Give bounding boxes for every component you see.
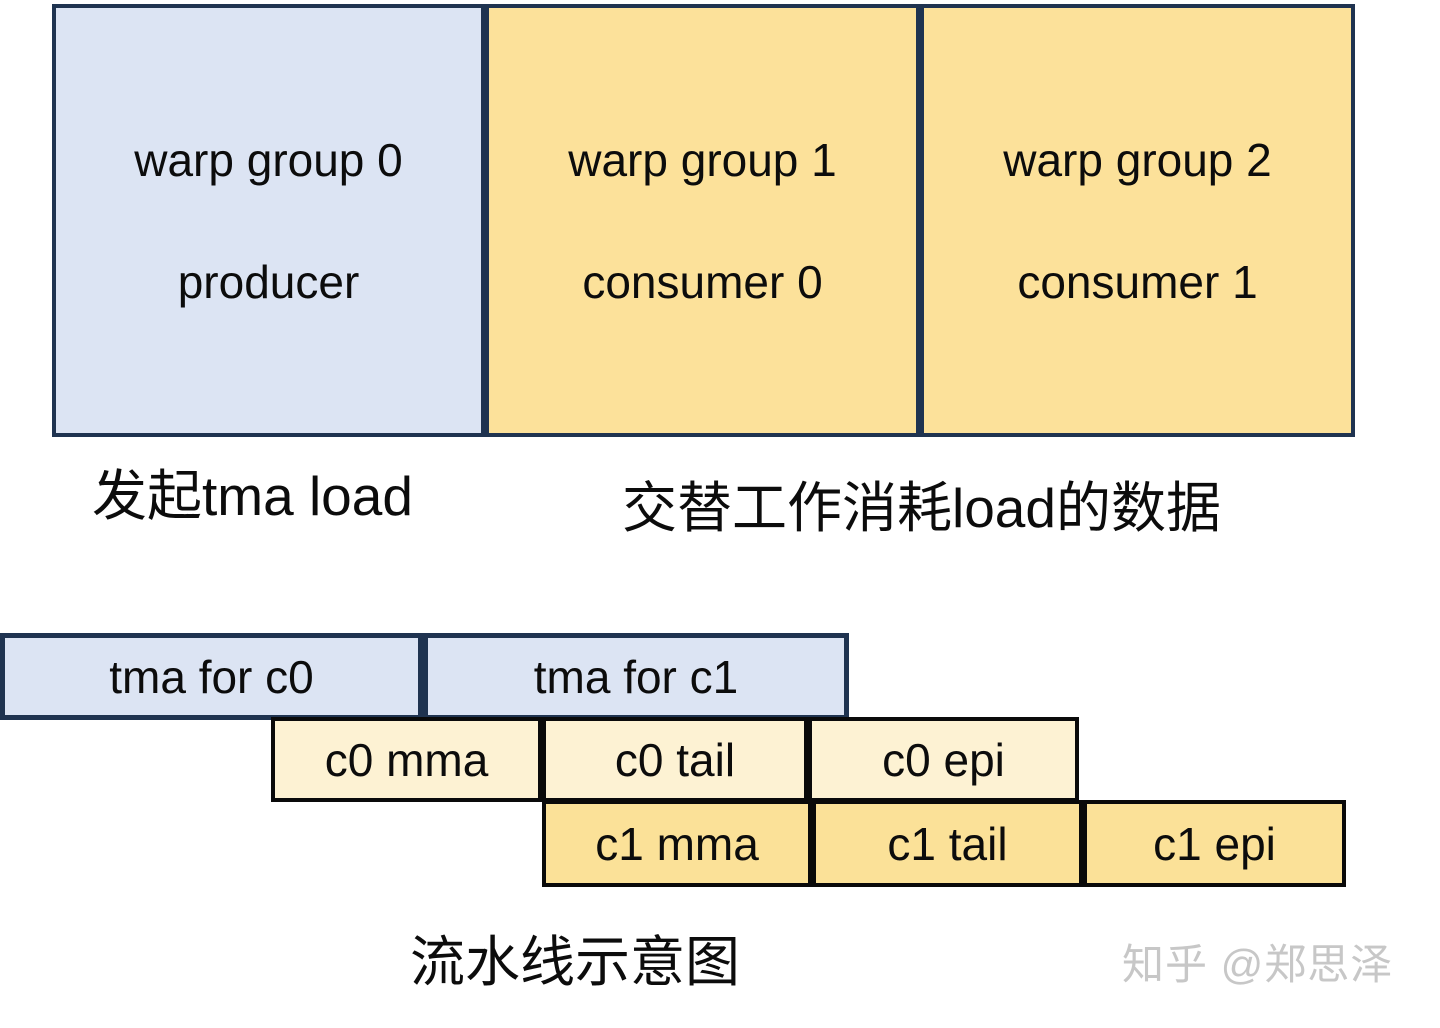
pipeline-c0-tail-label: c0 tail [614,733,736,786]
pipeline-caption: 流水线示意图 [410,931,741,993]
pipeline-c1-mma-label: c1 mma [595,817,759,870]
warp-group-0-title: warp group 0 [134,133,403,186]
warp-group-1-consumer0-box: warp group 1 consumer 0 [485,4,920,437]
pipeline-c1-tail-label: c1 tail [887,817,1008,870]
pipeline-c0-mma-label: c0 mma [324,733,489,786]
pipeline-tma-for-c0-box: tma for c0 [0,633,423,720]
pipeline-tma-for-c1-box: tma for c1 [423,633,849,720]
consumer-caption: 交替工作消耗load的数据 [622,477,1221,539]
warp-group-0-producer-box: warp group 0 producer [52,4,485,437]
pipeline-tma-for-c1-label: tma for c1 [533,650,739,703]
warp-group-0-role: producer [177,255,360,308]
warp-group-1-role: consumer 0 [582,255,823,308]
pipeline-c0-epi-label: c0 epi [882,733,1005,786]
warp-group-2-role: consumer 1 [1017,255,1258,308]
producer-caption: 发起tma load [92,465,413,527]
warp-group-1-title: warp group 1 [568,133,837,186]
pipeline-c0-tail-box: c0 tail [542,717,808,802]
pipeline-tma-for-c0-label: tma for c0 [109,650,314,703]
pipeline-c1-mma-box: c1 mma [542,800,812,887]
warp-group-2-title: warp group 2 [1003,133,1272,186]
warp-group-2-consumer1-box: warp group 2 consumer 1 [920,4,1355,437]
pipeline-c1-epi-box: c1 epi [1083,800,1346,887]
pipeline-c0-epi-box: c0 epi [808,717,1079,802]
pipeline-c1-epi-label: c1 epi [1153,817,1276,870]
pipeline-c0-mma-box: c0 mma [271,717,542,802]
pipeline-c1-tail-box: c1 tail [812,800,1083,887]
zhihu-watermark: 知乎 @郑思泽 [1122,941,1394,988]
